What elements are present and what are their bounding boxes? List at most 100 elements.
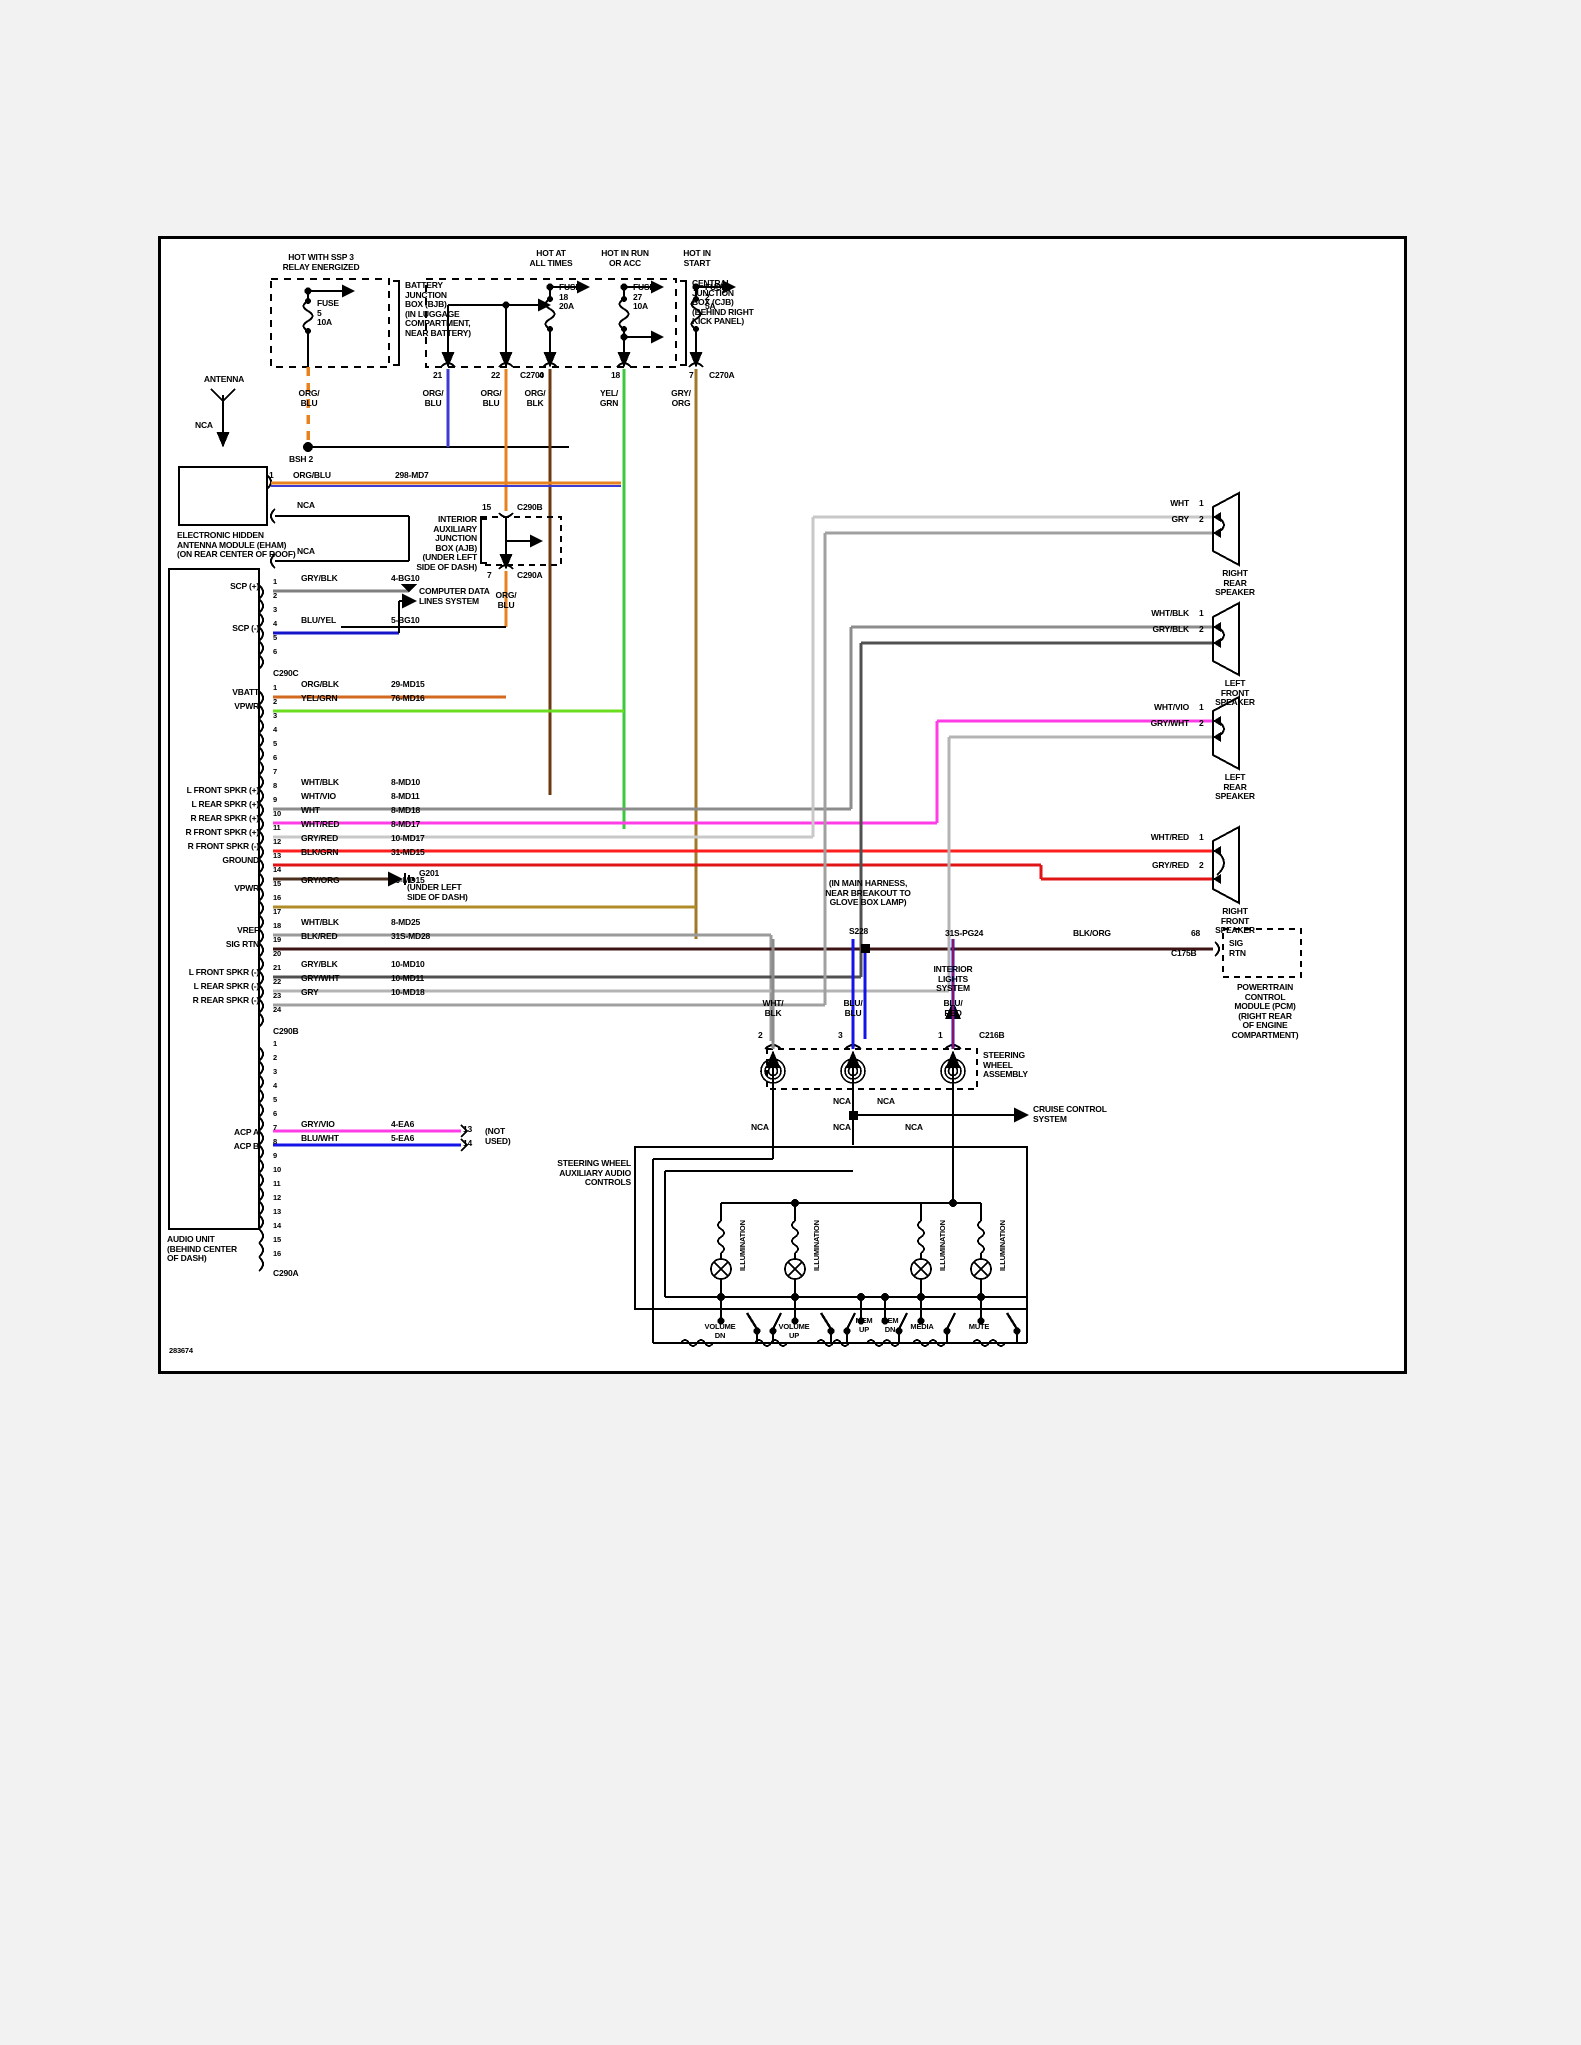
pin-number-C290B-13: 13	[273, 851, 281, 860]
pin-number-C290A-3: 3	[273, 1067, 277, 1076]
wire-color-C290B-1: ORG/BLK	[301, 679, 339, 689]
wire-code-C290B-2: 76-MD16	[391, 693, 425, 703]
connector-name-c290b: C290B	[273, 1026, 299, 1036]
speaker-0-pin-2: 2	[1199, 514, 1204, 524]
wire-code-C290B-12: 10-MD17	[391, 833, 425, 843]
speaker-name-0: RIGHT REAR SPEAKER	[1215, 568, 1255, 597]
pin-number-C290A-11: 11	[273, 1179, 281, 1188]
illumination-label-2: ILLUMINATION	[938, 1220, 947, 1271]
pin-number-C290B-14: 14	[273, 865, 281, 874]
ajb-label: INTERIOR AUXILIARY JUNCTION BOX (AJB) (U…	[416, 514, 477, 572]
pin-function-C290A-7: ACP A	[234, 1127, 259, 1137]
wire-color-C290B-13: BLK/GRN	[301, 847, 339, 857]
pin-number-C290A-8: 8	[273, 1137, 277, 1146]
illumination-label-3: ILLUMINATION	[998, 1220, 1007, 1271]
pin-number-C290B-18: 18	[273, 921, 281, 930]
eham-wire-code: 298-MD7	[395, 470, 429, 480]
ground-id-label: G201	[419, 868, 439, 878]
not-used-label: (NOT USED)	[485, 1126, 511, 1146]
pcm-wire-color: BLK/ORG	[1073, 928, 1111, 938]
cjb-pin-7: 7	[689, 370, 694, 380]
wire-color-C290B-10: WHT	[301, 805, 320, 815]
connector-name-c290a: C290A	[273, 1268, 299, 1278]
pin-function-C290C-4: SCP (-)	[232, 623, 259, 633]
pin-function-C290A-8: ACP B	[233, 1141, 259, 1151]
pin-number-C290B-3: 3	[273, 711, 277, 720]
wire-code-C290A-8: 5-EA6	[391, 1133, 415, 1143]
cjb-pin-4: 4	[539, 370, 544, 380]
computer-data-lines-label: COMPUTER DATA LINES SYSTEM	[419, 586, 490, 606]
pcm-pin-function: SIG RTN	[1229, 938, 1246, 958]
speaker-2-pin-2: 2	[1199, 718, 1204, 728]
wire-color-C290B-22: GRY/WHT	[301, 973, 340, 983]
wire-color-C290B-18: WHT/BLK	[301, 917, 339, 927]
pin-function-C290B-12: R FRONT SPKR (-)	[187, 841, 260, 851]
pin-function-C290B-2: VPWR	[234, 701, 259, 711]
pin-function-C290B-8: L FRONT SPKR (+)	[186, 785, 260, 795]
wire-color-C290A-8: BLU/WHT	[301, 1133, 339, 1143]
cjb-label: CENTRAL JUNCTION BOX (CJB) (BEHIND RIGHT…	[692, 278, 754, 326]
pin-number-C290C-6: 6	[273, 647, 277, 656]
switch-label-0[interactable]: VOLUME DN	[704, 1322, 736, 1340]
acp-a-dest-pin: 13	[463, 1124, 473, 1134]
pin-number-C290B-16: 16	[273, 893, 281, 902]
clockspring-wire-3: BLU/ BLU	[843, 998, 863, 1018]
pin-number-C290A-16: 16	[273, 1249, 281, 1258]
diagram-sheet: HOT WITH SSP 3 RELAY ENERGIZED BATTERY J…	[158, 236, 1407, 1374]
pcm-label: POWERTRAIN CONTROL MODULE (PCM) (RIGHT R…	[1231, 982, 1299, 1040]
eham-module-label: ELECTRONIC HIDDEN ANTENNA MODULE (EHAM) …	[177, 530, 296, 559]
wire-code-C290B-1: 29-MD15	[391, 679, 425, 689]
eham-nca-mid: NCA	[297, 500, 315, 510]
pin-function-C290B-22: L REAR SPKR (-)	[193, 981, 260, 991]
speaker-1-wire-2: GRY/BLK	[1152, 624, 1189, 634]
eham-wire-color: ORG/BLU	[293, 470, 331, 480]
wire-code-C290B-13: 31-MD15	[391, 847, 425, 857]
pin-number-C290C-3: 3	[273, 605, 277, 614]
cjb-connector-c270a: C270A	[709, 370, 735, 380]
pin-number-C290A-10: 10	[273, 1165, 281, 1174]
wire-code-C290B-19: 31S-MD28	[391, 931, 431, 941]
pin-number-C290A-7: 7	[273, 1123, 277, 1132]
pin-number-C290B-17: 17	[273, 907, 281, 916]
switch-label-1[interactable]: VOLUME UP	[778, 1322, 810, 1340]
cjb-wire-18: YEL/ GRN	[599, 388, 619, 408]
pin-function-C290B-21: L FRONT SPKR (-)	[188, 967, 260, 977]
speaker-3-pin-2: 2	[1199, 860, 1204, 870]
pin-number-C290C-4: 4	[273, 619, 277, 628]
eham-nca-bottom: NCA	[297, 546, 315, 556]
nca-label-c: NCA	[751, 1122, 769, 1132]
figure-id: 283674	[169, 1346, 193, 1355]
bjb-heading: HOT WITH SSP 3 RELAY ENERGIZED	[282, 252, 360, 272]
switch-label-3[interactable]: MEM UP	[855, 1316, 873, 1334]
pin-number-C290A-6: 6	[273, 1109, 277, 1118]
wire-code-C290B-9: 8-MD11	[391, 791, 420, 801]
clockspring-wire-1: BLU/ RED	[943, 998, 963, 1018]
speaker-name-1: LEFT FRONT SPEAKER	[1215, 678, 1255, 707]
ground-location-label: (UNDER LEFT SIDE OF DASH)	[407, 882, 468, 902]
switch-label-4[interactable]: MEM DN	[881, 1316, 899, 1334]
nca-label-e: NCA	[905, 1122, 923, 1132]
pin-function-C290B-9: L REAR SPKR (+)	[191, 799, 260, 809]
speaker-name-3: RIGHT FRONT SPEAKER	[1215, 906, 1255, 935]
pin-number-C290B-4: 4	[273, 725, 277, 734]
wire-color-C290A-7: GRY/VIO	[301, 1119, 335, 1129]
switch-label-6[interactable]: MUTE	[968, 1322, 990, 1331]
cjb-connector-c2700: C2700	[520, 370, 545, 380]
switch-label-5[interactable]: MEDIA	[910, 1322, 934, 1331]
pin-number-C290C-5: 5	[273, 633, 277, 642]
cjb-pin-21: 21	[433, 370, 443, 380]
pin-number-C290B-22: 22	[273, 977, 281, 986]
wire-code-C290A-7: 4-EA6	[391, 1119, 415, 1129]
clockspring-pin-1: 1	[938, 1030, 943, 1040]
cjb-pin-18: 18	[611, 370, 621, 380]
pin-number-C290B-5: 5	[273, 739, 277, 748]
pin-function-C290B-1: VBATT	[232, 687, 259, 697]
speaker-1-wire-1: WHT/BLK	[1151, 608, 1189, 618]
interior-lights-label: INTERIOR LIGHTS SYSTEM	[933, 964, 973, 993]
wire-color-C290B-23: GRY	[301, 987, 319, 997]
pin-number-C290B-20: 20	[273, 949, 281, 958]
pin-function-C290B-19: SIG RTN	[225, 939, 259, 949]
nca-label-d: NCA	[833, 1122, 851, 1132]
cruise-control-label: CRUISE CONTROL SYSTEM	[1033, 1104, 1107, 1124]
